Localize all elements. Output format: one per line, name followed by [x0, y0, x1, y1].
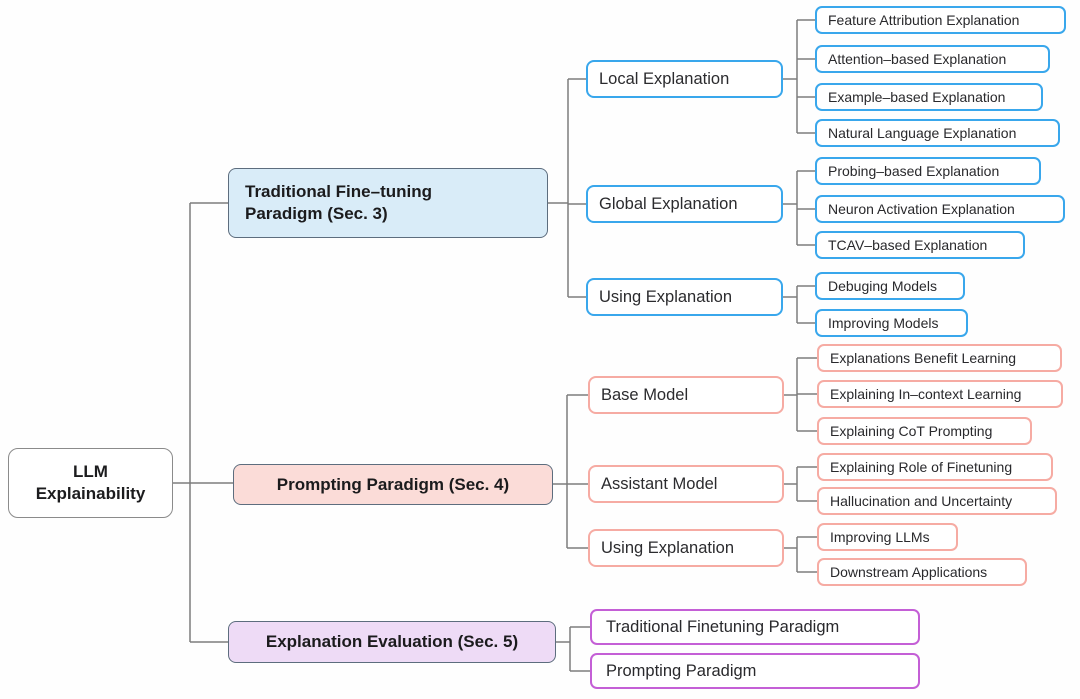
leaf-improving-llms: Improving LLMs	[817, 523, 958, 551]
section1-title-line2: Paradigm (Sec. 3)	[245, 204, 388, 223]
leaf-debuging-models: Debuging Models	[815, 272, 965, 300]
node-using-explanation-prompting: Using Explanation	[588, 529, 784, 567]
node-assistant-model: Assistant Model	[588, 465, 784, 503]
leaf-explaining-role-of-finetuning: Explaining Role of Finetuning	[817, 453, 1053, 481]
node-explanation-evaluation: Explanation Evaluation (Sec. 5)	[228, 621, 556, 663]
leaf-explaining-cot-prompting: Explaining CoT Prompting	[817, 417, 1032, 445]
node-traditional-finetuning-paradigm: Traditional Fine–tuning Paradigm (Sec. 3…	[228, 168, 548, 238]
leaf-hallucination-and-uncertainty: Hallucination and Uncertainty	[817, 487, 1057, 515]
node-prompting-paradigm: Prompting Paradigm (Sec. 4)	[233, 464, 553, 505]
leaf-improving-models: Improving Models	[815, 309, 968, 337]
leaf-traditional-finetuning-paradigm: Traditional Finetuning Paradigm	[590, 609, 920, 645]
node-root-llm-explainability: LLM Explainability	[8, 448, 173, 518]
node-base-model: Base Model	[588, 376, 784, 414]
root-label-line2: Explainability	[35, 484, 146, 503]
leaf-example-based-explanation: Example–based Explanation	[815, 83, 1043, 111]
leaf-neuron-activation-explanation: Neuron Activation Explanation	[815, 195, 1065, 223]
leaf-explanations-benefit-learning: Explanations Benefit Learning	[817, 344, 1062, 372]
node-local-explanation: Local Explanation	[586, 60, 783, 98]
leaf-attention-based-explanation: Attention–based Explanation	[815, 45, 1050, 73]
leaf-natural-language-explanation: Natural Language Explanation	[815, 119, 1060, 147]
section1-title-line1: Traditional Fine–tuning	[245, 182, 432, 202]
section1-title: Traditional Fine–tuning Paradigm (Sec. 3…	[245, 181, 432, 225]
leaf-explaining-in-context-learning: Explaining In–context Learning	[817, 380, 1063, 408]
leaf-prompting-paradigm: Prompting Paradigm	[590, 653, 920, 689]
leaf-tcav-based-explanation: TCAV–based Explanation	[815, 231, 1025, 259]
leaf-downstream-applications: Downstream Applications	[817, 558, 1027, 586]
node-using-explanation-finetuning: Using Explanation	[586, 278, 783, 316]
node-global-explanation: Global Explanation	[586, 185, 783, 223]
root-label-line1: LLM	[73, 461, 108, 481]
leaf-probing-based-explanation: Probing–based Explanation	[815, 157, 1041, 185]
leaf-feature-attribution-explanation: Feature Attribution Explanation	[815, 6, 1066, 34]
